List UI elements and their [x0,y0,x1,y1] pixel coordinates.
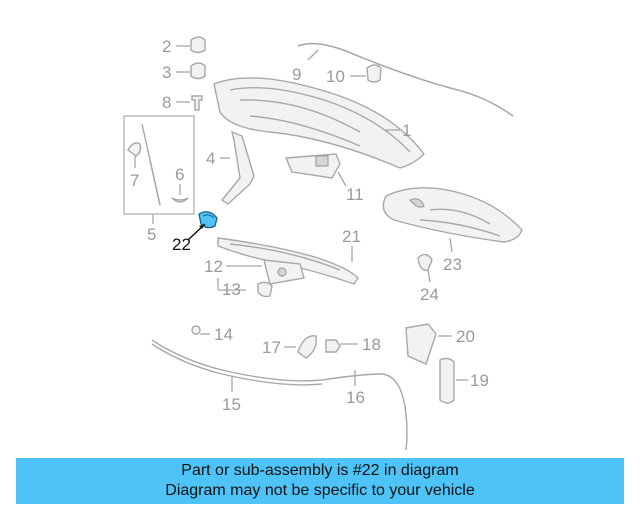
part-23-insulator: 23 [382,187,523,274]
part-15-release-cable: 15 [151,339,408,450]
label-18: 18 [362,335,381,354]
label-1: 1 [402,121,411,140]
label-14: 14 [214,325,233,344]
part-9-hood-seal: 9 [292,42,514,117]
label-24: 24 [420,285,439,304]
label-19: 19 [470,371,489,390]
part-10-bumper: 10 [326,64,382,86]
label-8: 8 [162,93,171,112]
label-3: 3 [162,63,171,82]
part-16-release-cable: 16 [346,370,365,407]
part-17-release-handle: 17 [262,335,317,359]
banner-line-part: Part or sub-assembly is #22 in diagram [181,462,459,479]
part-24-clip: 24 [417,253,439,304]
label-23: 23 [443,255,462,274]
part-21-support-panel: 21 [217,227,361,285]
label-22: 22 [172,235,191,254]
label-20: 20 [456,327,475,346]
part-12-latch: 12 [204,257,305,285]
label-16: 16 [346,388,365,407]
part-19-bracket: 19 [439,357,489,404]
part-13-cable-end: 13 [217,278,273,299]
label-5: 5 [147,225,156,244]
label-17: 17 [262,338,281,357]
label-15: 15 [222,395,241,414]
parts-diagram: 2 3 8 5 7 6 22 4 [123,36,523,450]
label-11: 11 [346,185,364,204]
part-11-latch: 11 [284,153,364,204]
info-banner: Part or sub-assembly is #22 in diagram D… [16,458,624,504]
part-20-latch: 20 [405,323,475,365]
part-2-bumper: 2 [162,36,206,56]
label-12: 12 [204,257,223,276]
part-3-bumper: 3 [162,62,206,82]
banner-line-disclaimer: Diagram may not be specific to your vehi… [165,482,475,499]
part-5-support-strut-box: 5 [123,115,195,244]
label-7: 7 [130,171,139,190]
part-7-bracket: 7 [127,142,142,190]
label-21: 21 [342,227,361,246]
label-4: 4 [206,149,215,168]
part-18-cable-clip: 18 [325,335,381,354]
label-13: 13 [222,280,241,299]
label-9: 9 [292,65,301,84]
part-14-clip: 14 [191,325,233,344]
part-8-clip: 8 [162,93,203,112]
label-2: 2 [162,37,171,56]
part-6-clip: 6 [171,165,189,203]
part-22-highlighted: 22 [172,211,218,254]
label-6: 6 [175,165,184,184]
part-1-hood: 1 [213,77,425,169]
part-4-hinge: 4 [206,130,255,205]
label-10: 10 [326,67,345,86]
